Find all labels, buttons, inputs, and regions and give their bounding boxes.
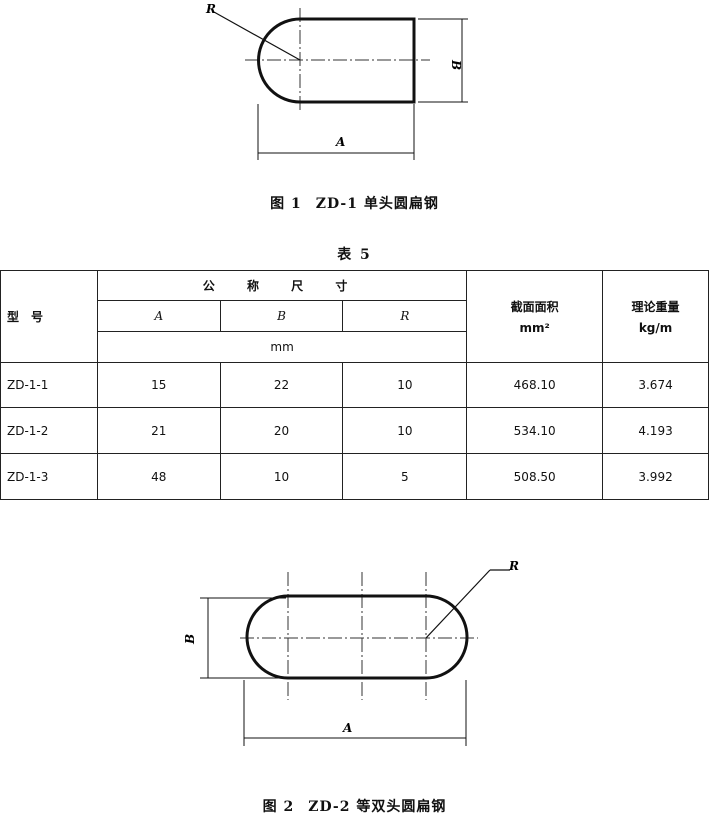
spec-table: 型 号 公 称 尺 寸 截面面积 mm² 理论重量 kg/m A B R mm … <box>0 270 709 500</box>
cell-weight: 3.992 <box>602 453 709 500</box>
figure-2-title: ZD-2 等双头圆扁钢 <box>308 799 447 815</box>
cell-a: 15 <box>96 362 221 408</box>
table-row: ZD-1-2 21 20 10 534.10 4.193 <box>0 407 709 454</box>
figure-1-drawing: R B A <box>205 2 468 160</box>
cell-a: 21 <box>96 407 221 454</box>
figure-2-drawing: R B A <box>183 559 519 746</box>
cell-r: 10 <box>342 362 468 408</box>
r-leader <box>425 569 491 639</box>
header-r: R <box>342 300 468 332</box>
cell-b: 22 <box>219 362 344 408</box>
profile-outline <box>245 594 469 680</box>
cell-r: 10 <box>342 407 468 454</box>
header-nominal-size: 公 称 尺 寸 <box>96 270 468 301</box>
header-model: 型 号 <box>0 270 98 363</box>
cell-b: 10 <box>219 453 344 500</box>
figure-2-caption: 图 2 ZD-2 等双头圆扁钢 <box>0 796 709 816</box>
cell-r: 5 <box>342 453 468 500</box>
cell-area: 534.10 <box>466 407 604 454</box>
a-label: A <box>342 721 352 735</box>
cell-area: 508.50 <box>466 453 604 500</box>
header-area-unit: mm² <box>519 321 550 335</box>
header-theoretical-weight: 理论重量 kg/m <box>602 270 709 363</box>
cell-weight: 3.674 <box>602 362 709 408</box>
header-section-area: 截面面积 mm² <box>466 270 604 363</box>
b-label: B <box>183 634 197 645</box>
cell-weight: 4.193 <box>602 407 709 454</box>
table-row: ZD-1-1 15 22 10 468.10 3.674 <box>0 362 709 408</box>
cell-area: 468.10 <box>466 362 604 408</box>
figure-2-number: 图 2 <box>262 799 295 815</box>
r-label: R <box>205 2 216 16</box>
cell-model: ZD-1-2 <box>0 407 98 454</box>
header-weight-unit: kg/m <box>638 321 673 335</box>
header-weight-title: 理论重量 <box>631 300 680 314</box>
table-title: 表 5 <box>337 247 372 263</box>
header-b: B <box>219 300 344 332</box>
header-area-title: 截面面积 <box>510 300 559 314</box>
header-unit-mm: mm <box>96 331 468 363</box>
b-label: B <box>449 59 463 70</box>
r-label: R <box>508 559 519 573</box>
figure-1-title: ZD-1 单头圆扁钢 <box>315 196 439 212</box>
header-a: A <box>96 300 221 332</box>
cell-model: ZD-1-1 <box>0 362 98 408</box>
r-leader <box>213 11 301 61</box>
figure-1-number: 图 1 <box>270 196 302 212</box>
cell-model: ZD-1-3 <box>0 453 98 500</box>
cell-b: 20 <box>219 407 344 454</box>
a-label: A <box>335 135 345 149</box>
table-row: ZD-1-3 48 10 5 508.50 3.992 <box>0 453 709 500</box>
profile-outline <box>257 17 416 104</box>
figure-1-caption: 图 1 ZD-1 单头圆扁钢 <box>0 193 709 213</box>
cell-a: 48 <box>96 453 221 500</box>
